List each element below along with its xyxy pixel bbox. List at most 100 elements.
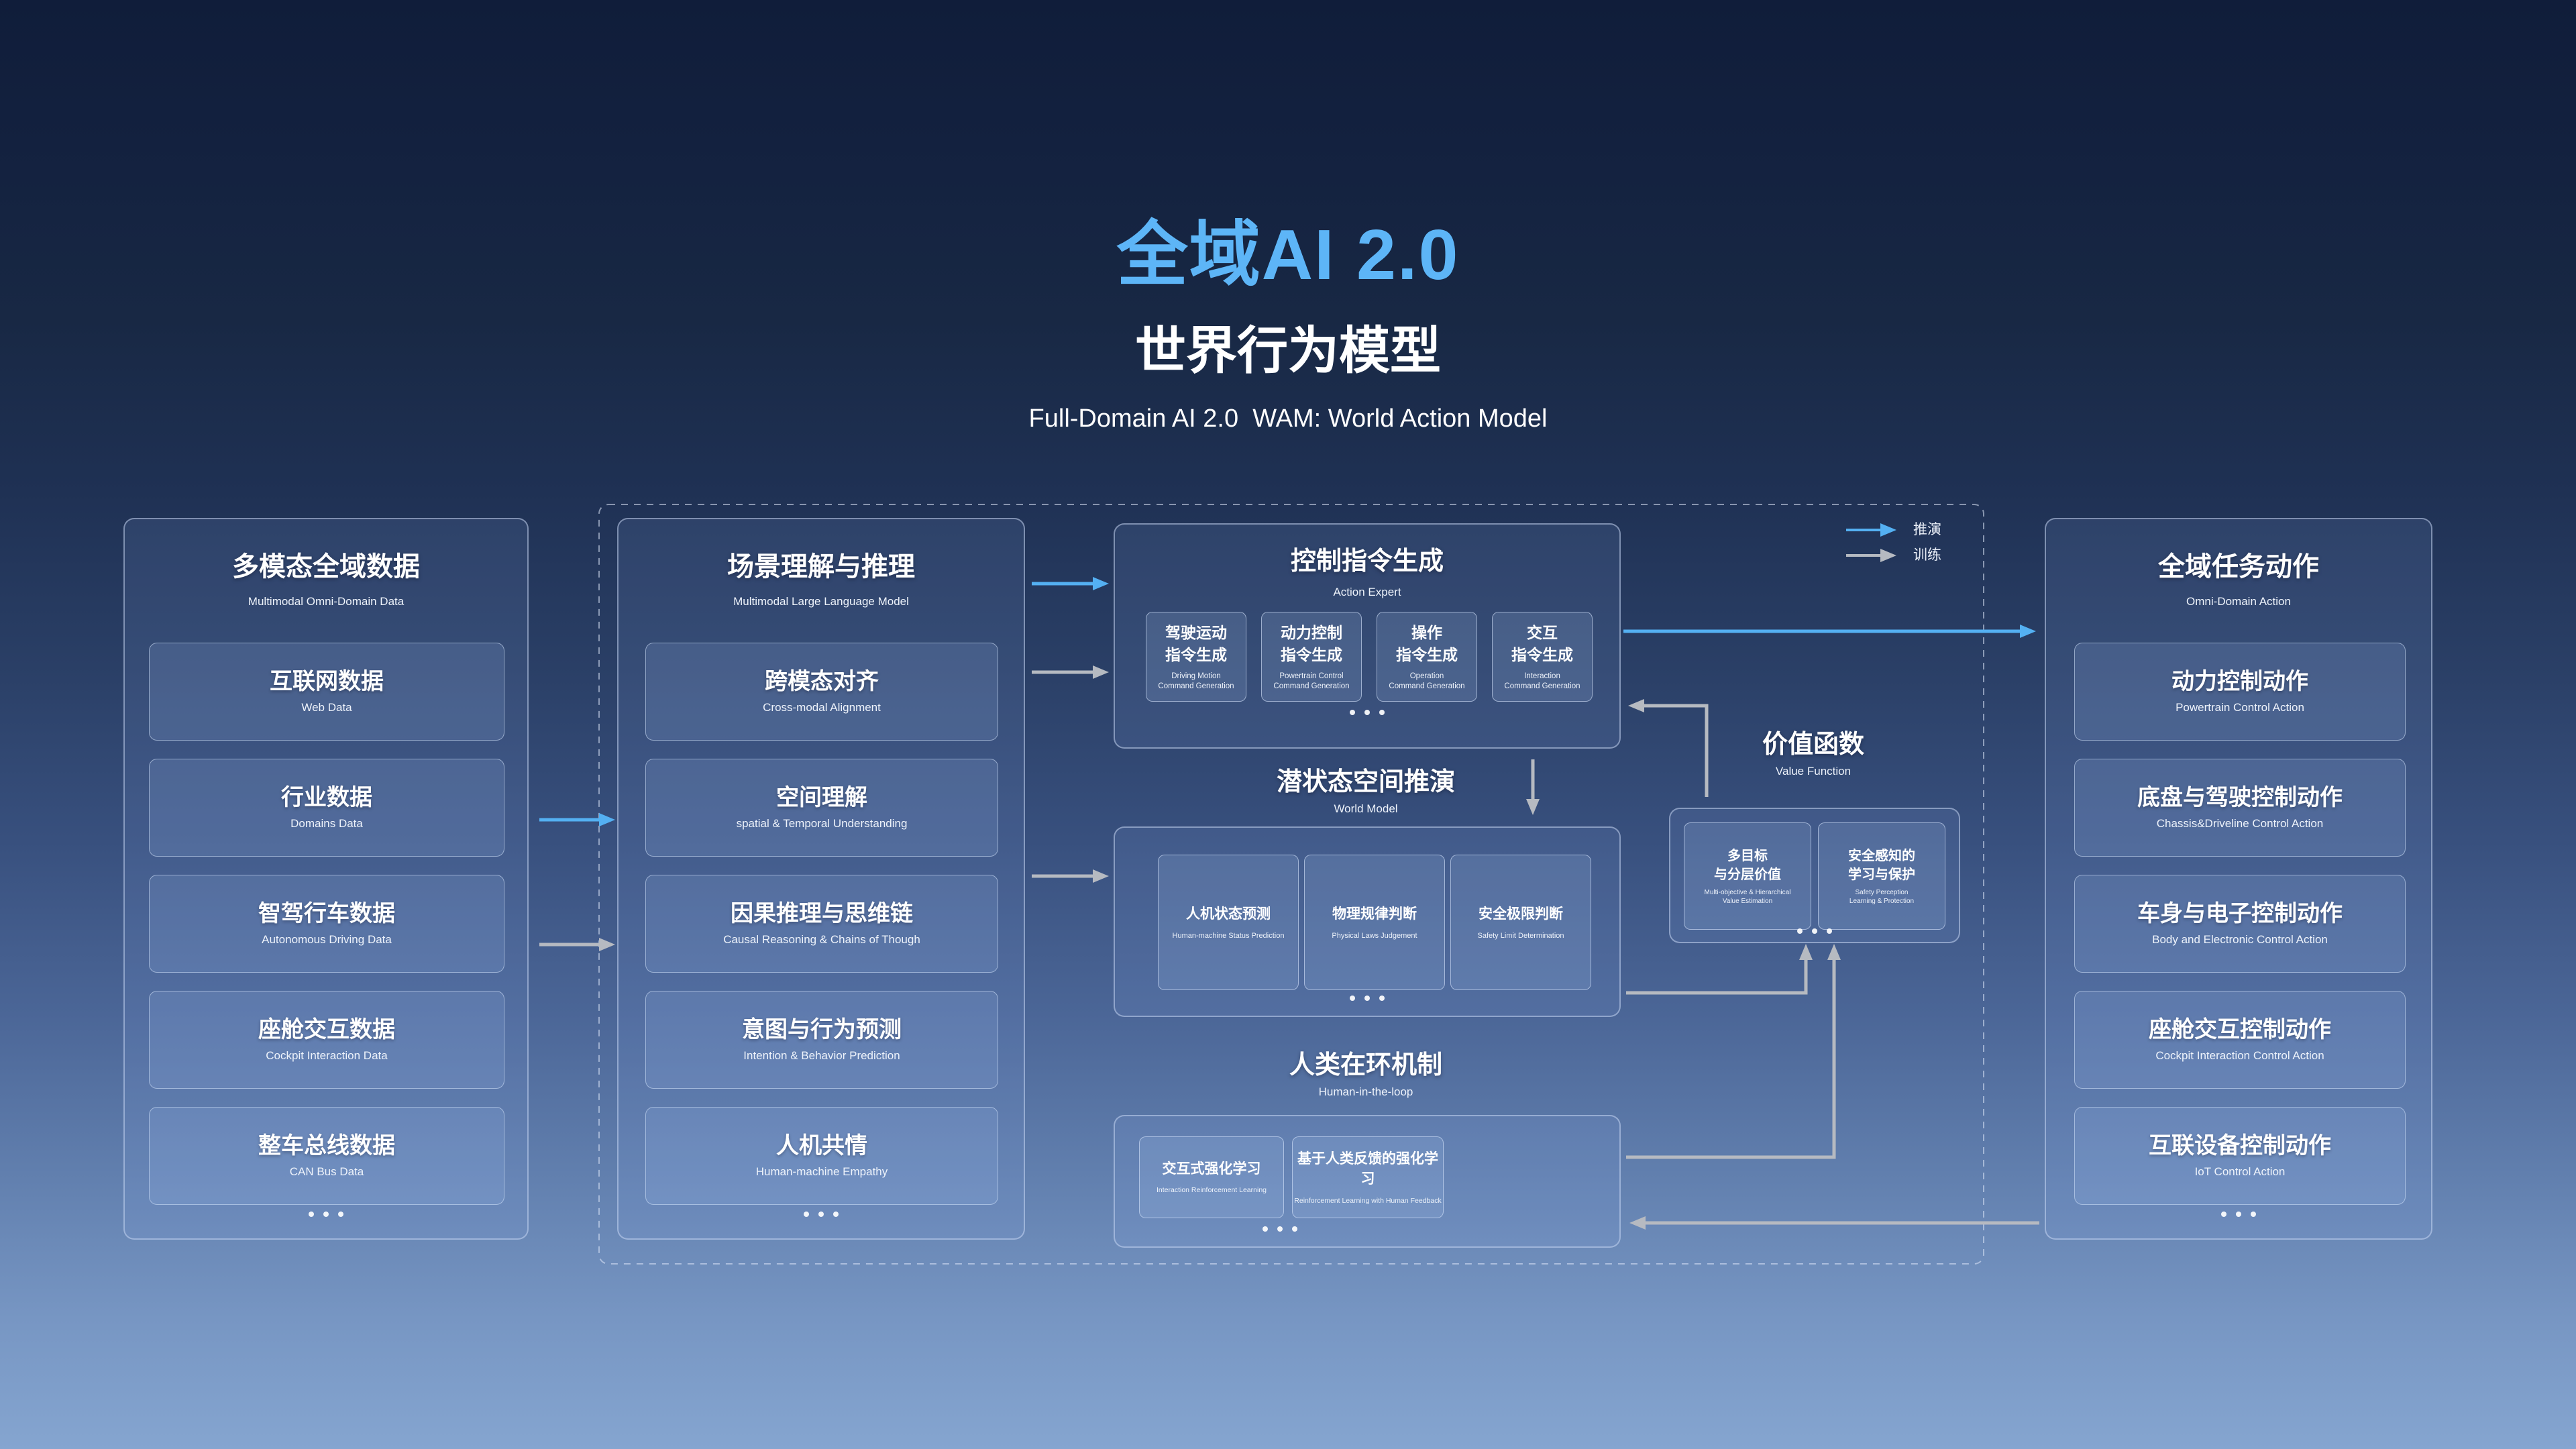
item-label-english: Cross-modal Alignment <box>763 700 881 714</box>
item-label-english: CAN Bus Data <box>289 1165 364 1178</box>
box-label: 指令生成 <box>1281 646 1342 664</box>
human-loop-box: 基于人类反馈的强化学习 Reinforcement Learning with … <box>1292 1136 1444 1218</box>
item-label: 车身与电子控制动作 <box>2137 900 2343 926</box>
box-label-english: Command Generation <box>1158 682 1234 691</box>
page-subtitle-english: Full-Domain AI 2.0 WAM: World Action Mod… <box>1028 405 1548 433</box>
box-label-english: Multi-objective & Hierarchical <box>1704 889 1791 896</box>
item-label-english: spatial & Temporal Understanding <box>736 816 908 830</box>
item-label-english: Autonomous Driving Data <box>262 932 392 946</box>
box-label: 操作 <box>1411 623 1442 641</box>
world-model-box: 人机状态预测 Human-machine Status Prediction <box>1158 855 1299 990</box>
arrow-world-model-to-value-function-training <box>1626 944 1813 995</box>
section-title-english: World Model <box>1334 802 1398 815</box>
item-label: 人机共情 <box>776 1132 867 1159</box>
scene-understanding-panel: 场景理解与推理 Multimodal Large Language Model … <box>617 518 1025 1240</box>
more-dots <box>1670 928 1959 934</box>
list-item: 空间理解 spatial & Temporal Understanding <box>645 759 998 857</box>
item-label-english: Chassis&Driveline Control Action <box>2156 816 2324 830</box>
item-label-english: Cockpit Interaction Control Action <box>2155 1049 2324 1062</box>
more-dots <box>1115 996 1619 1001</box>
box-label-english: Interaction <box>1524 672 1560 681</box>
box-label: 交互 <box>1527 623 1558 641</box>
world-model-title: 潜状态空间推演 World Model <box>1114 767 1618 817</box>
more-dots <box>1028 1226 1532 1232</box>
item-label: 座舱交互控制动作 <box>2149 1016 2331 1042</box>
panel-title: 全域任务动作 <box>2158 552 2319 582</box>
item-label: 互联网数据 <box>270 668 384 694</box>
panel-title: 场景理解与推理 <box>727 552 915 582</box>
item-label-english: Human-machine Empathy <box>755 1165 888 1178</box>
panel-title-english: Multimodal Omni-Domain Data <box>248 595 405 608</box>
item-label-english: IoT Control Action <box>2194 1165 2286 1178</box>
item-label: 跨模态对齐 <box>765 668 879 694</box>
box-label-english: Command Generation <box>1504 682 1580 691</box>
list-item: 动力控制动作 Powertrain Control Action <box>2074 643 2406 741</box>
world-model-box: 物理规律判断 Physical Laws Judgement <box>1304 855 1445 990</box>
item-label: 座舱交互数据 <box>258 1016 395 1042</box>
item-label-english: Web Data <box>301 700 352 714</box>
list-item: 座舱交互数据 Cockpit Interaction Data <box>149 991 504 1089</box>
box-label: 多目标 <box>1727 849 1768 863</box>
box-label-english: Driving Motion <box>1171 672 1221 681</box>
human-in-the-loop-title: 人类在环机制 Human-in-the-loop <box>1114 1051 1618 1100</box>
box-label: 驾驶运动 <box>1165 623 1227 641</box>
panel-title: 多模态全域数据 <box>232 552 420 582</box>
item-label-english: Causal Reasoning & Chains of Though <box>723 932 920 946</box>
list-item: 意图与行为预测 Intention & Behavior Prediction <box>645 991 998 1089</box>
item-label: 智驾行车数据 <box>258 900 395 926</box>
box-label: 物理规律判断 <box>1332 906 1417 922</box>
box-label: 与分层价值 <box>1714 867 1781 882</box>
list-item: 因果推理与思维链 Causal Reasoning & Chains of Th… <box>645 875 998 973</box>
list-item: 智驾行车数据 Autonomous Driving Data <box>149 875 504 973</box>
box-label: 安全极限判断 <box>1479 906 1563 922</box>
box-label-english: Command Generation <box>1273 682 1350 691</box>
box-label-english: Physical Laws Judgement <box>1332 932 1417 941</box>
world-model-panel: 人机状态预测 Human-machine Status Prediction 物… <box>1114 826 1621 1017</box>
box-label: 人机状态预测 <box>1186 906 1271 922</box>
item-label: 动力控制动作 <box>2171 668 2308 694</box>
more-dots <box>2046 1212 2431 1217</box>
box-label-english: Value Estimation <box>1722 898 1773 905</box>
list-item: 互联设备控制动作 IoT Control Action <box>2074 1107 2406 1205</box>
value-function-title: 价值函数 Value Function <box>1669 730 1957 780</box>
more-dots <box>619 1212 1024 1217</box>
human-in-the-loop-panel: 交互式强化学习 Interaction Reinforcement Learni… <box>1114 1115 1621 1248</box>
item-label: 因果推理与思维链 <box>731 900 913 926</box>
box-label: 学习与保护 <box>1848 867 1915 882</box>
list-item: 底盘与驾驶控制动作 Chassis&Driveline Control Acti… <box>2074 759 2406 857</box>
box-label-english: Powertrain Control <box>1279 672 1344 681</box>
box-label-english: Human-machine Status Prediction <box>1172 932 1285 941</box>
item-label: 互联设备控制动作 <box>2149 1132 2331 1159</box>
box-label: 动力控制 <box>1281 623 1342 641</box>
list-item: 跨模态对齐 Cross-modal Alignment <box>645 643 998 741</box>
panel-title: 控制指令生成 <box>1290 547 1444 576</box>
legend-inference-label: 推演 <box>1913 522 1941 537</box>
box-label: 安全感知的 <box>1848 849 1915 863</box>
item-label-english: Powertrain Control Action <box>2176 700 2304 714</box>
box-label-english: Learning & Protection <box>1849 898 1915 905</box>
item-label: 意图与行为预测 <box>742 1016 902 1042</box>
item-label-english: Cockpit Interaction Data <box>266 1049 388 1062</box>
box-label: 指令生成 <box>1511 646 1573 664</box>
more-dots <box>1115 710 1619 715</box>
box-label: 交互式强化学习 <box>1162 1161 1261 1177</box>
item-label: 底盘与驾驶控制动作 <box>2137 784 2343 810</box>
omni-domain-action-panel: 全域任务动作 Omni-Domain Action 动力控制动作 Powertr… <box>2045 518 2432 1240</box>
box-label-english: Safety Limit Determination <box>1477 932 1564 941</box>
human-loop-box: 交互式强化学习 Interaction Reinforcement Learni… <box>1139 1136 1284 1218</box>
item-label: 空间理解 <box>776 784 867 810</box>
world-model-box: 安全极限判断 Safety Limit Determination <box>1450 855 1591 990</box>
section-title: 价值函数 <box>1762 731 1864 759</box>
box-label-english: Command Generation <box>1389 682 1465 691</box>
item-label: 整车总线数据 <box>258 1132 395 1159</box>
item-label-english: Domains Data <box>290 816 363 830</box>
item-label-english: Intention & Behavior Prediction <box>743 1049 900 1062</box>
section-title: 潜状态空间推演 <box>1276 768 1455 796</box>
item-label: 行业数据 <box>281 784 372 810</box>
